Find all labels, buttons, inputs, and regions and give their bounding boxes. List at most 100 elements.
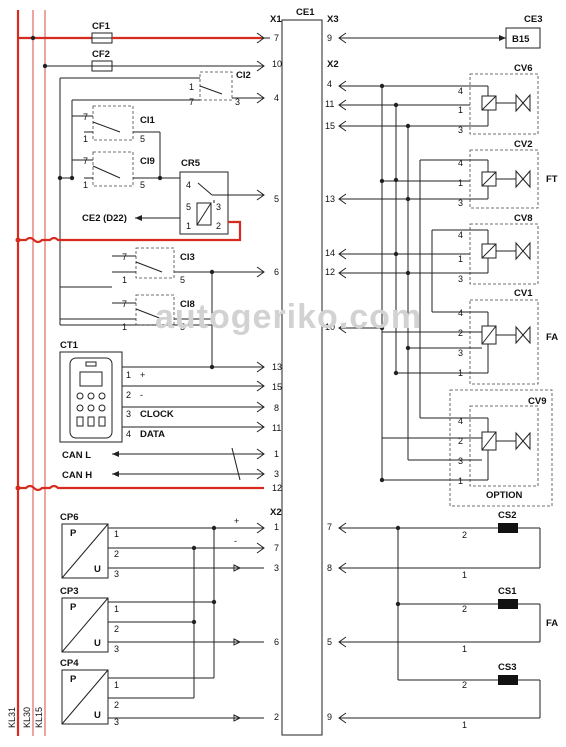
valve-cv2-pin1: 1 [458, 178, 463, 188]
sensor-cp4-pin2: 2 [114, 700, 119, 710]
relay-ci9-pin7: 7 [83, 156, 88, 166]
ct1-pin3: 3 [126, 409, 131, 419]
pin-x1-6: 6 [274, 267, 279, 277]
ct1-pin2-label: - [140, 390, 143, 400]
pin-x2u-4: 4 [327, 79, 332, 89]
switch-cs2-pin2: 2 [462, 530, 467, 540]
pin-x1-13: 13 [272, 362, 282, 372]
pin-x2u-11: 11 [325, 99, 334, 109]
ground-line-upper [15, 220, 242, 244]
valve-cv2-tag: FT [546, 174, 558, 185]
relay-ci2-label: CI2 [236, 70, 251, 81]
fuse-cf2: CF2 [42, 49, 265, 72]
relay-ci2: 1 7 3 CI2 [189, 70, 265, 107]
relay-ci1-pin5: 5 [140, 134, 145, 144]
ct1-pin2: 2 [126, 390, 131, 400]
rail-label-kl15: KL15 [34, 707, 44, 728]
sensor-cp3-p: P [70, 602, 77, 613]
pin-x1-4: 4 [274, 93, 279, 103]
can-low-label: CAN L [62, 450, 91, 461]
valve-cv8-pin4: 4 [458, 230, 463, 240]
ct1-pin1-label: + [140, 370, 145, 380]
switch-cs1: CS1 2 1 FA [462, 586, 558, 654]
pin-x1-12: 12 [272, 483, 282, 493]
pin-x2l-9: 9 [327, 712, 332, 722]
pin-x2u-14: 14 [325, 248, 335, 258]
pin-x3-9: 9 [327, 33, 332, 43]
switch-cs2-pin1: 1 [462, 570, 467, 580]
ct1-pin4-label: DATA [140, 429, 165, 440]
sensor-cp4-p: P [70, 674, 77, 685]
pin-x2-1: 1 [274, 522, 279, 532]
sensor-cp6-label: CP6 [60, 512, 78, 523]
switch-cs1-label: CS1 [498, 586, 517, 597]
pin-x2u-10: 10 [325, 322, 335, 332]
pin-x1-8: 8 [274, 403, 279, 413]
switch-wiring [338, 522, 541, 724]
fuse-cf2-label: CF2 [92, 49, 110, 60]
ct1-pin3-label: CLOCK [140, 409, 174, 420]
valve-cv8-pin1: 1 [458, 254, 463, 264]
valve-cv1-pin1: 1 [458, 368, 463, 378]
connector-right-pins: 9 4 11 15 13 14 12 10 7 8 5 9 [325, 33, 335, 722]
valve-cv9: CV9 OPTION 4 2 3 1 [449, 389, 553, 507]
sensor-cp6-pin2: 2 [114, 549, 119, 559]
pin-x1-10: 10 [272, 59, 282, 69]
sensor-cp3-pin2: 2 [114, 624, 119, 634]
relay-ci8-pin1: 1 [122, 322, 127, 332]
ce2-output: CE2 (D22) [82, 213, 180, 224]
sensor-cp4-u: U [94, 710, 101, 721]
valve-cv2-label: CV2 [514, 139, 532, 150]
sensor-cp6-u: U [94, 564, 101, 575]
valve-cv2-pin4: 4 [458, 158, 463, 168]
pin-x2-6: 6 [274, 637, 279, 647]
connector-x3-label: X3 [327, 14, 339, 25]
ce2-label: CE2 (D22) [82, 213, 127, 224]
pin-x1-11: 11 [272, 423, 281, 433]
watermark: autogeriko.com [155, 298, 422, 336]
sensor-cp4-pin3: 3 [114, 717, 119, 727]
valve-cv1-label: CV1 [514, 288, 533, 299]
pin-x1-1: 1 [274, 449, 279, 459]
sensor-cp3-label: CP3 [60, 586, 78, 597]
valve-cv9-pin1: 1 [458, 476, 463, 486]
display-ct1: CT1 1 + 2 - 3 CLOCK 4 DATA [59, 324, 265, 443]
valve-cv9-pin2: 2 [458, 436, 463, 446]
relay-ci1-pin7: 7 [83, 112, 88, 122]
sensor-cp4-label: CP4 [60, 658, 79, 669]
relay-ci3-pin1: 1 [122, 275, 127, 285]
pin-x2-7: 7 [274, 543, 279, 553]
pin-x2u-13: 13 [325, 194, 335, 204]
connector-ce3: CE3 B15 [338, 14, 542, 49]
pin-x2-2: 2 [274, 712, 279, 722]
can-high-label: CAN H [62, 470, 92, 481]
valve-cv1-pin2: 2 [458, 328, 463, 338]
supply-bus [57, 77, 200, 326]
relay-cr5-pin3: 3 [216, 202, 221, 212]
valve-cv6-pin3: 3 [458, 125, 463, 135]
relay-ci8-label: CI8 [180, 299, 195, 310]
sensor-cp3: CP3 P U 1 2 3 [60, 586, 264, 654]
sensor-cp3-u: U [94, 638, 101, 649]
connector-x1-label: X1 [270, 14, 282, 25]
valve-cv9-pin4: 4 [458, 416, 463, 426]
connector-ce1-label: CE1 [296, 7, 315, 18]
relay-ci9: 7 1 5 CI9 [72, 151, 180, 190]
rail-label-kl31: KL31 [7, 707, 17, 728]
pin-x1-5: 5 [274, 194, 279, 204]
relay-ci3-pin5: 5 [180, 275, 185, 285]
pin-x1-3: 3 [274, 469, 279, 479]
valve-cv8-pin3: 3 [458, 274, 463, 284]
sensor-cp3-pin1: 1 [114, 604, 119, 614]
valve-cv6: CV6 4 1 3 [458, 63, 539, 135]
connector-ce3-label: B15 [512, 34, 530, 45]
switch-cs1-pin1: 1 [462, 644, 467, 654]
relay-cr5-pin4: 4 [186, 180, 191, 190]
valve-cv9-tag: OPTION [486, 490, 523, 501]
relay-ci9-pin5: 5 [140, 180, 145, 190]
pin-x2-3: 3 [274, 563, 279, 573]
pin-x2l-5: 5 [327, 637, 332, 647]
connector-ce1: CE1 X1 X3 X2 X2 [270, 7, 339, 736]
power-rails: KL31 KL30 KL15 [7, 10, 46, 736]
